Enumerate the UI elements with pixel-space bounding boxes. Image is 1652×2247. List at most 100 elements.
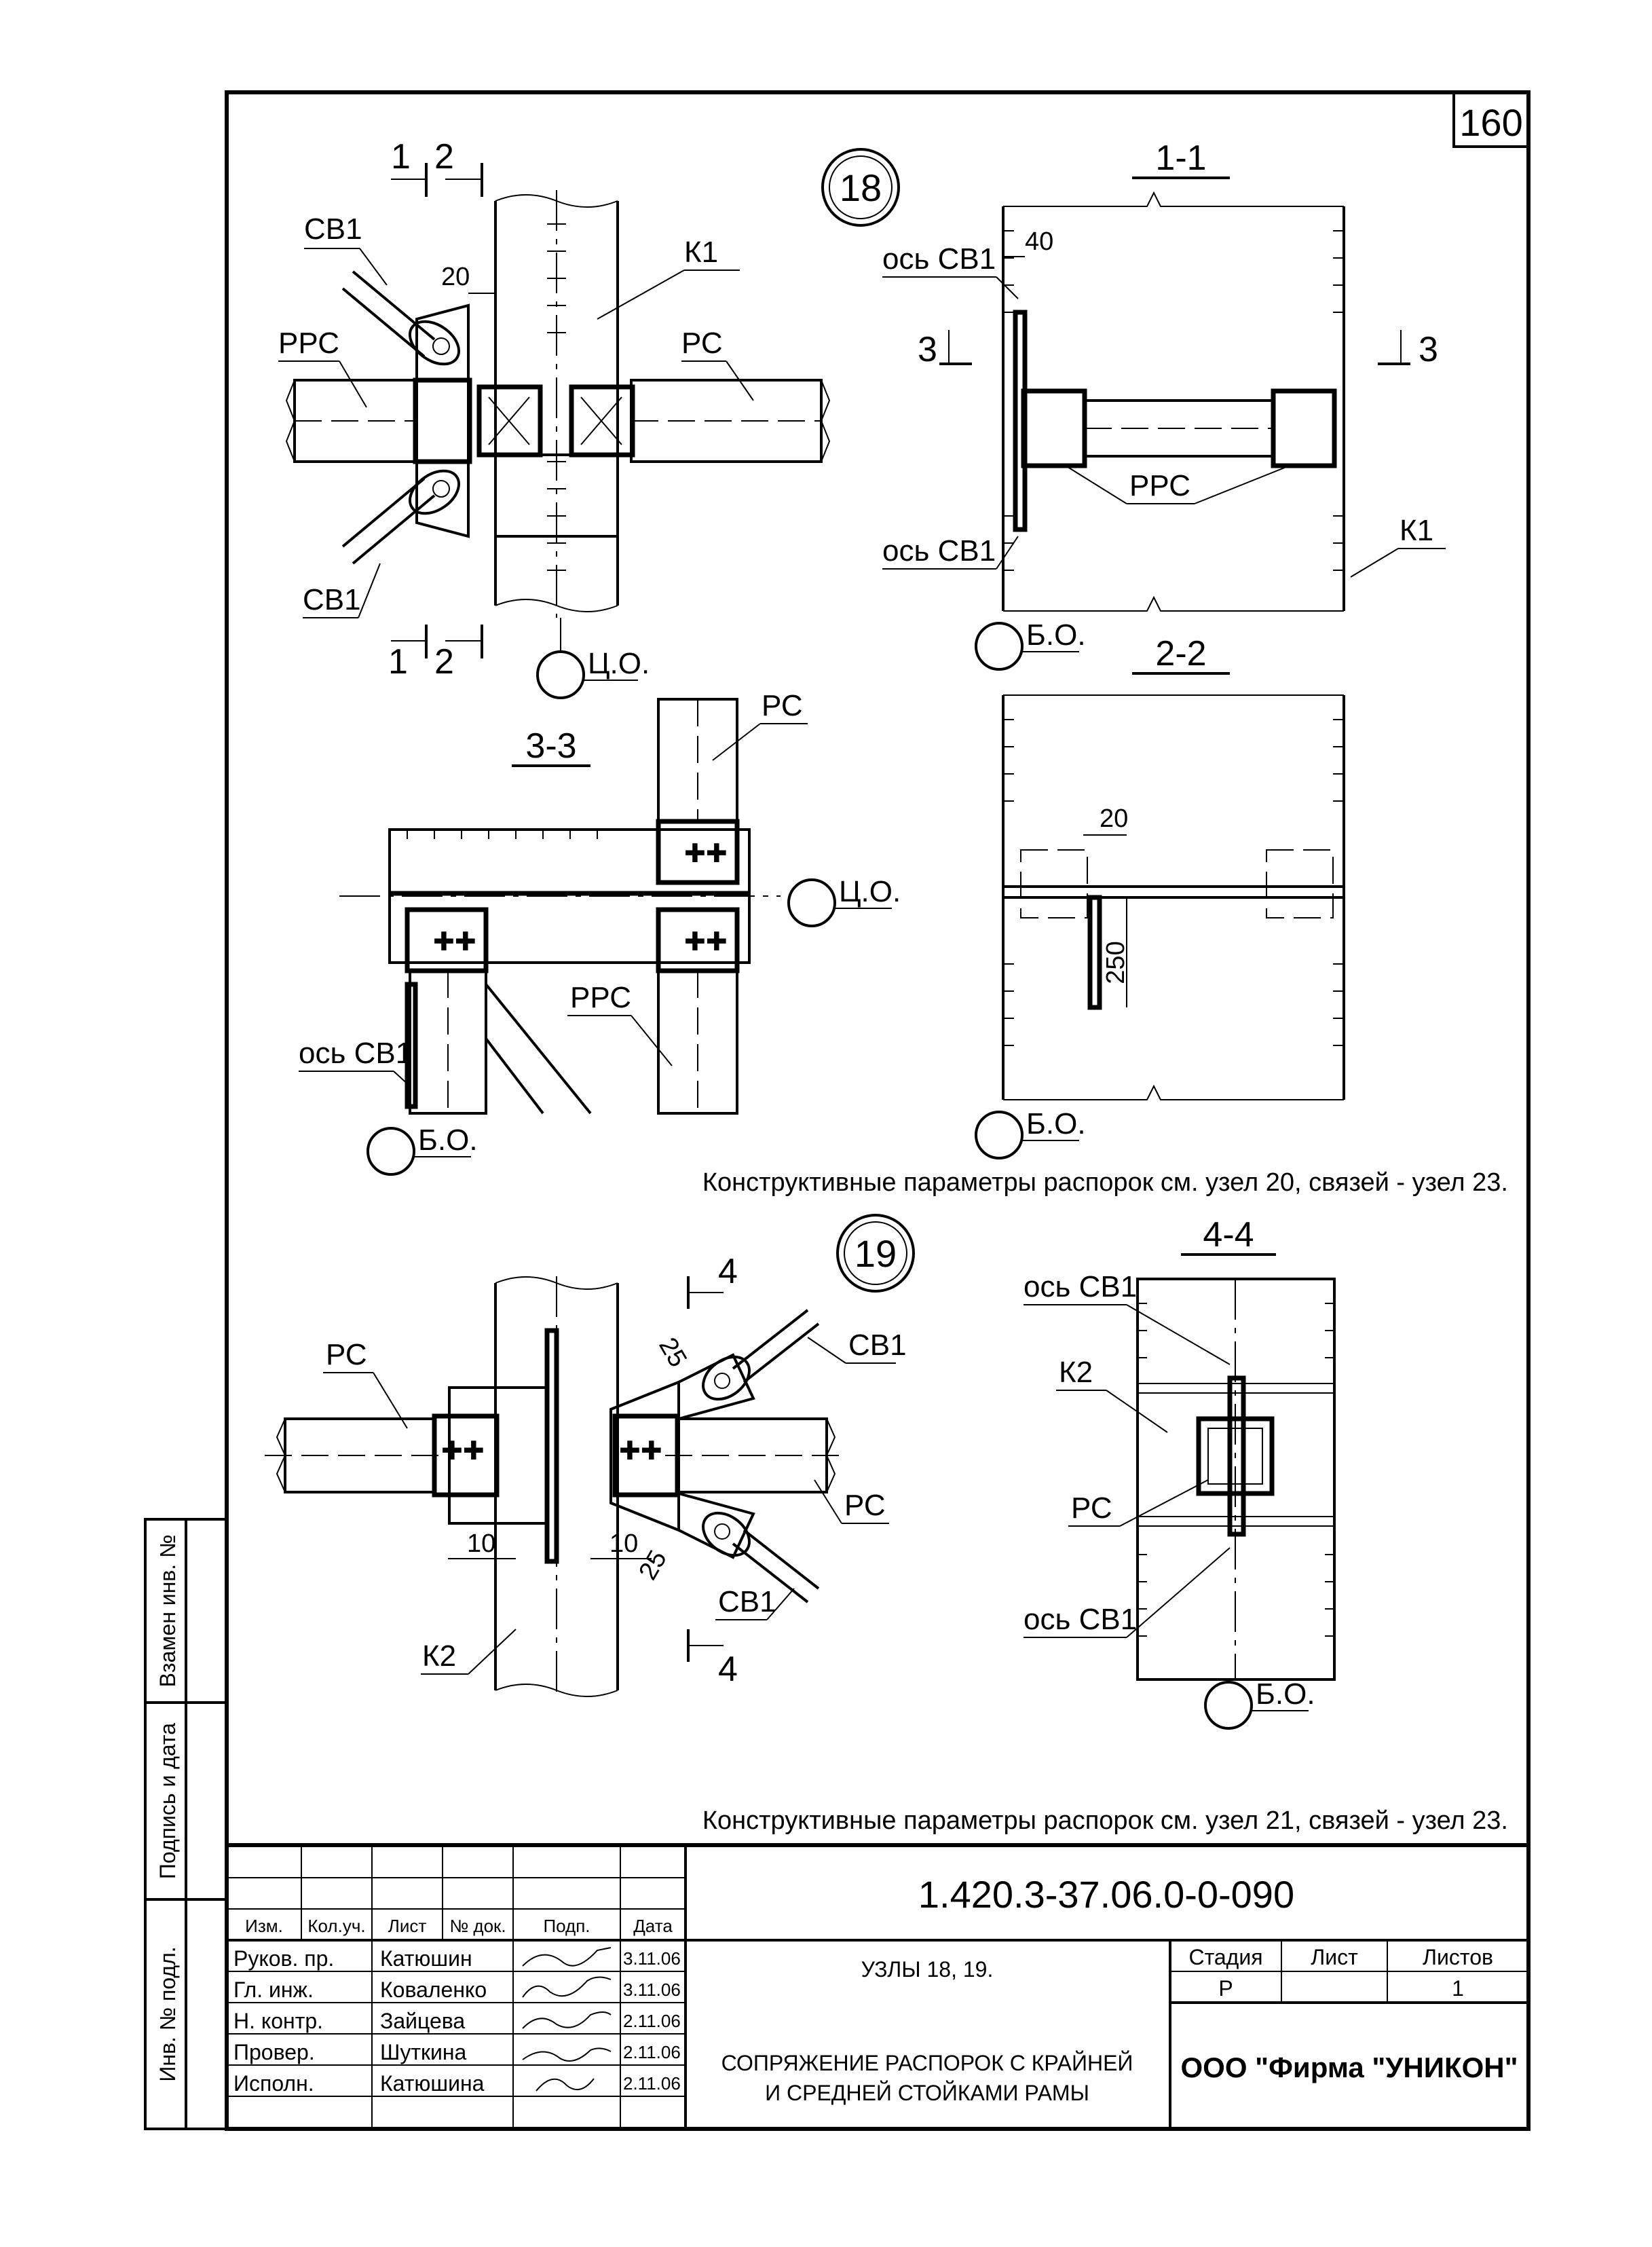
svg-text:✚✚: ✚✚ [433,928,476,957]
document-code: 1.420.3-37.06.0-0-090 [918,1873,1294,1916]
svg-text:✚✚: ✚✚ [684,840,728,868]
node18-sv1-top-label: СВ1 [304,212,362,246]
section-1-1-bo-label: Б.О. [1026,618,1086,652]
tb-row-3-role: Н. контр. [233,2009,323,2033]
title-line-3: И СРЕДНЕЙ СТОЙКАМИ РАМЫ [765,2081,1089,2105]
node-19-drawing: 19 ✚✚ ✚✚ 4 [265,1214,915,1697]
tb-sheets-header: Листов [1423,1945,1493,1969]
section-2-2-drawing: 2-2 20 250 Б.О. [975,634,1345,1159]
node19-cut-4-bottom: 4 [718,1650,738,1689]
note-1: Конструктивные параметры распорок см. уз… [702,1168,1508,1197]
side-stamp-inventory: Инв. № подл. [155,1946,180,2081]
section-2-2-bo-label: Б.О. [1026,1107,1086,1140]
tb-header-date: Дата [633,1916,673,1936]
tb-stage-value: Р [1218,1976,1233,2001]
node19-sv1-top-label: СВ1 [848,1329,907,1362]
node19-dim-10-left: 10 [467,1529,495,1558]
organization: ООО "Фирма "УНИКОН" [1180,2051,1518,2083]
node19-sv1-bottom-label: СВ1 [718,1585,776,1618]
tb-sheets-value: 1 [1452,1976,1464,2001]
node19-rs-right-label: РС [844,1489,886,1522]
section-1-1-rrs-label: РРС [1129,469,1190,502]
section-4-4-rs-label: РС [1071,1491,1112,1525]
signatures [522,1947,612,2092]
tb-sheet-header: Лист [1311,1945,1358,1969]
node19-rs-left-label: РС [326,1338,367,1371]
tb-stage-header: Стадия [1188,1945,1262,1969]
section-4-4-drawing: 4-4 ось СВ1 К2 РС ось СВ1 Б.О. [1024,1215,1336,1730]
tb-row-2-name: Коваленко [380,1977,487,2002]
node18-k1-label: К1 [684,236,718,269]
node18-sv1-bottom-label: СВ1 [303,583,361,616]
tb-row-3-name: Зайцева [380,2009,465,2033]
tb-header-doc: № док. [449,1916,506,1936]
tb-row-4-role: Провер. [233,2040,315,2064]
section-1-1-k1-label: К1 [1400,514,1433,547]
node-18-drawing: 1 2 1 2 18 СВ1 РРС 20 К1 РС СВ1 Ц.О. [278,137,900,699]
tb-row-5-date: 2.11.06 [623,2073,681,2094]
svg-text:✚✚: ✚✚ [684,928,728,957]
node18-rs-label: РС [681,327,723,360]
side-stamp-replacement: Взамен инв. № [155,1535,180,1688]
section-3-3-axis-label: ось СВ1 [299,1037,412,1070]
section-4-4-axis-bottom-label: ось СВ1 [1024,1603,1137,1636]
section-1-1-axis-top-label: ось СВ1 [882,242,996,276]
node19-cut-4-top: 4 [718,1252,738,1291]
section-1-1-cut-3-right: 3 [1419,330,1438,369]
tb-header-kol: Кол.уч. [307,1916,365,1936]
section-2-2-dim-250: 250 [1102,941,1130,984]
title-line-2: СОПРЯЖЕНИЕ РАСПОРОК С КРАЙНЕЙ [721,2051,1133,2075]
section-3-3-rrs-label: РРС [570,981,631,1014]
svg-text:✚✚: ✚✚ [619,1437,662,1466]
section-1-1-drawing: 1-1 ось СВ1 40 3 3 [882,138,1446,671]
tb-header-list: Лист [388,1916,427,1936]
tb-row-1-date: 3.11.06 [623,1948,681,1969]
cut-1-bottom-label: 1 [388,642,408,682]
cut-2-top-label: 2 [434,137,454,177]
tb-row-1-role: Руков. пр. [233,1946,334,1971]
section-2-2-title: 2-2 [1155,634,1206,673]
section-1-1-axis-bottom-label: ось СВ1 [882,534,996,568]
cut-1-top-label: 1 [391,137,411,177]
section-1-1-cut-3-left: 3 [918,330,937,369]
node19-dim-25-bottom: 25 [633,1546,673,1585]
section-1-1-dim-40: 40 [1025,227,1053,256]
title-line-1: УЗЛЫ 18, 19. [861,1957,994,1982]
brace-sv1-top [341,270,461,366]
node-18-number: 18 [840,166,882,209]
section-3-3-co-label: Ц.О. [839,875,901,908]
tb-row-1-name: Катюшин [380,1946,472,1971]
node18-dim-20: 20 [441,263,470,291]
section-3-3-bo-label: Б.О. [418,1124,478,1157]
tb-row-4-name: Шуткина [380,2040,467,2064]
node19-dim-10-right: 10 [609,1529,638,1558]
tb-row-4-date: 2.11.06 [623,2042,681,2062]
section-1-1-title: 1-1 [1155,138,1206,178]
side-stamp: Взамен инв. № Подпись и дата Инв. № подл… [144,1518,228,2130]
tb-header-sign: Подп. [543,1916,590,1936]
section-4-4-k2-label: К2 [1059,1356,1093,1389]
section-4-4-title: 4-4 [1203,1215,1254,1255]
node-19-number: 19 [855,1232,897,1275]
section-3-3-rs-label: РС [762,689,803,722]
brace-sv1-bottom [341,469,461,565]
title-block: Изм. Кол.уч. Лист № док. Подп. Дата Руко… [225,1843,1531,2131]
tb-row-5-role: Исполн. [233,2071,314,2096]
svg-text:✚✚: ✚✚ [441,1437,485,1466]
tb-row-2-role: Гл. инж. [233,1977,314,2002]
node18-co-label: Ц.О. [588,647,650,680]
section-3-3-drawing: 3-3 ✚✚ ✚✚ ✚✚ РС Ц.О. [299,689,901,1176]
section-4-4-axis-top-label: ось СВ1 [1024,1270,1137,1303]
node19-dim-25-top: 25 [653,1333,692,1373]
tb-row-2-date: 3.11.06 [623,1980,681,2000]
tb-row-5-name: Катюшина [380,2071,485,2096]
tb-header-izm: Изм. [245,1916,283,1936]
note-2: Конструктивные параметры распорок см. уз… [702,1806,1508,1835]
cut-2-bottom-label: 2 [434,642,454,682]
side-stamp-signature-date: Подпись и дата [155,1723,180,1879]
section-3-3-title: 3-3 [525,726,576,766]
node18-rrs-label: РРС [278,327,339,360]
node19-k2-label: К2 [422,1639,456,1673]
section-4-4-bo-label: Б.О. [1256,1677,1315,1711]
